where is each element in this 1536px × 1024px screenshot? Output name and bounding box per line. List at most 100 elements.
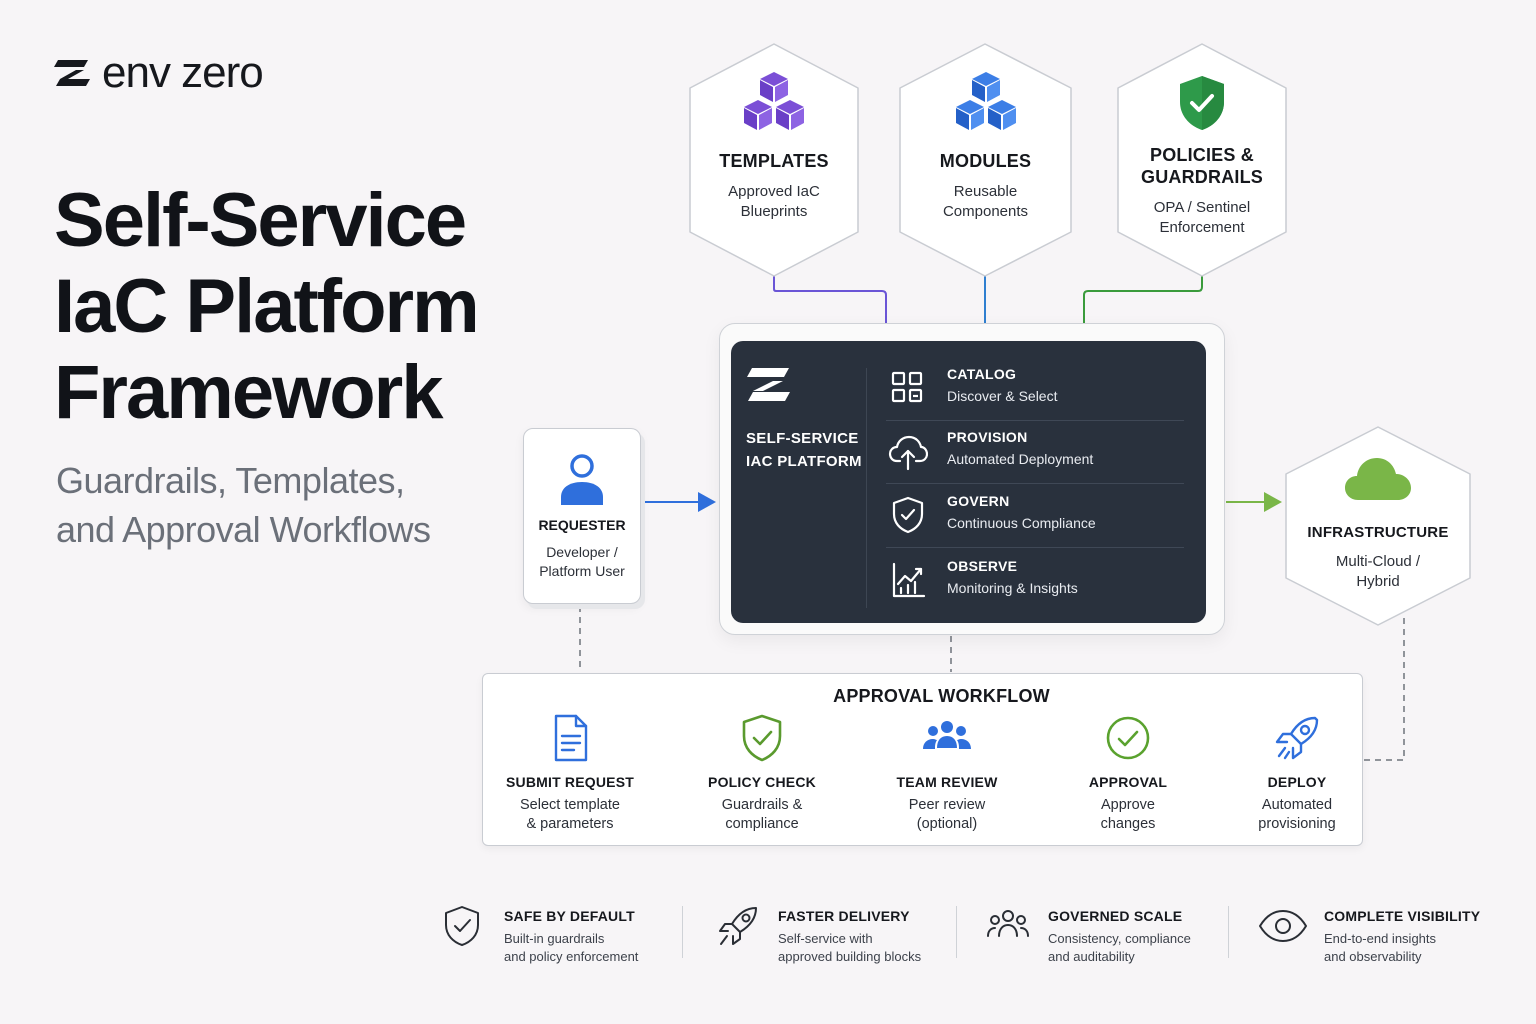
feature-title: GOVERN [947, 493, 1010, 509]
feature-separator [886, 547, 1184, 548]
step-desc-line: Select template [520, 797, 620, 813]
requester-desc-line: Platform User [539, 563, 625, 579]
hexagon-shape [1285, 426, 1471, 626]
step-team-review: TEAM REVIEW Peer review (optional) [857, 712, 1037, 834]
step-desc: Guardrails & compliance [722, 796, 803, 834]
step-deploy: DEPLOY Automated provisioning [1207, 712, 1387, 834]
check-circle-icon [1106, 716, 1150, 760]
title-line-3: Framework [54, 350, 444, 435]
benefit-desc: Self-service with approved building bloc… [778, 930, 978, 966]
page-subtitle: Guardrails, Templates, and Approval Work… [56, 456, 496, 554]
grid-icon [891, 371, 923, 403]
requester-desc-line: Developer / [546, 544, 618, 560]
step-approval: APPROVAL Approve changes [1038, 712, 1218, 834]
templates-desc: Approved IaC Blueprints [728, 182, 820, 222]
step-desc-line: Approve [1100, 797, 1155, 813]
rocket-icon [1275, 716, 1319, 760]
user-icon [561, 454, 603, 505]
panel-divider [866, 368, 867, 608]
step-desc-line: Guardrails & [721, 797, 803, 813]
infrastructure-desc-line: Multi-Cloud / [1335, 553, 1421, 570]
env-zero-logo-icon [747, 368, 790, 401]
feature-title: PROVISION [947, 429, 1028, 445]
step-desc-line: changes [1100, 816, 1156, 832]
hexagon-shape [899, 43, 1072, 277]
benefit-safe-by-default: SAFE BY DEFAULT Built-in guardrails and … [442, 900, 702, 970]
approval-workflow [482, 673, 1363, 846]
feature-desc: Continuous Compliance [947, 515, 1096, 531]
step-policy-check: POLICY CHECK Guardrails & compliance [672, 712, 852, 834]
requester-title: REQUESTER [538, 517, 626, 533]
benefit-desc-line: and observability [1324, 949, 1422, 964]
step-desc: Select template & parameters [520, 796, 620, 834]
policies-title-line: GUARDRAILS [1141, 167, 1263, 187]
feature-catalog: CATALOG Discover & Select [886, 358, 1184, 421]
title-line-2: IaC Platform [54, 264, 480, 349]
benefit-faster-delivery: FASTER DELIVERY Self-service with approv… [716, 900, 976, 970]
feature-title: OBSERVE [947, 558, 1018, 574]
step-title: TEAM REVIEW [896, 774, 998, 790]
infrastructure-node: INFRASTRUCTURE Multi-Cloud / Hybrid [1284, 424, 1472, 628]
platform-label-line: IAC PLATFORM [746, 453, 862, 470]
platform-label-line: SELF-SERVICE [746, 430, 859, 447]
workflow-title: APPROVAL WORKFLOW [833, 686, 1050, 706]
benefit-desc-line: Consistency, compliance [1048, 931, 1191, 946]
requester-node: REQUESTER Developer / Platform User [523, 428, 641, 604]
infrastructure-desc-line: Hybrid [1356, 573, 1400, 590]
policies-title: POLICIES & GUARDRAILS [1141, 144, 1263, 188]
benefit-desc-line: and policy enforcement [504, 949, 639, 964]
platform-panel [731, 341, 1206, 623]
feature-observe: OBSERVE Monitoring & Insights [886, 550, 1184, 613]
benefit-title: FASTER DELIVERY [778, 908, 910, 924]
step-title: SUBMIT REQUEST [505, 774, 635, 790]
shield-check-icon [742, 714, 782, 762]
benefit-divider [682, 906, 683, 958]
step-title: APPROVAL [1088, 774, 1168, 790]
policies-desc-line: Enforcement [1159, 219, 1245, 236]
step-desc: Automated provisioning [1258, 796, 1335, 834]
step-desc-line: & parameters [526, 816, 614, 832]
env-zero-logo-icon [54, 60, 90, 86]
modules-desc-line: Components [942, 203, 1029, 220]
templates-title: TEMPLATES [719, 151, 829, 171]
policies-connector [1083, 276, 1203, 323]
benefit-title: SAFE BY DEFAULT [504, 908, 635, 924]
step-desc-line: provisioning [1258, 816, 1336, 832]
cloud-icon [1345, 458, 1411, 500]
cloud-upload-icon [888, 435, 928, 471]
platform-brand: SELF-SERVICE IAC PLATFORM [746, 366, 866, 473]
step-title: DEPLOY [1267, 774, 1327, 790]
feature-desc: Monitoring & Insights [947, 580, 1078, 596]
page-title: Self-Service IaC Platform Framework [54, 178, 524, 436]
benefit-desc-line: Built-in guardrails [504, 931, 605, 946]
feature-desc: Discover & Select [947, 388, 1058, 404]
policies-desc-line: OPA / Sentinel [1153, 199, 1251, 216]
benefit-desc-line: and auditability [1048, 949, 1135, 964]
brand-name: env zero [102, 48, 264, 97]
eye-icon [1259, 910, 1307, 942]
benefit-title: GOVERNED SCALE [1048, 908, 1183, 924]
modules-title: MODULES [939, 151, 1032, 171]
requester-desc: Developer / Platform User [539, 543, 625, 581]
step-desc-line: Automated [1261, 797, 1333, 813]
step-desc-line: compliance [725, 816, 799, 832]
benefit-divider [956, 906, 957, 958]
brand-logo: env zero [54, 48, 264, 98]
cubes-icon [744, 72, 804, 130]
benefit-title: COMPLETE VISIBILITY [1324, 908, 1481, 924]
policies-desc: OPA / Sentinel Enforcement [1154, 198, 1250, 238]
templates-connector [773, 276, 887, 323]
shield-check-icon [892, 496, 924, 534]
benefit-desc: Consistency, compliance and auditability [1048, 930, 1248, 966]
step-submit-request: SUBMIT REQUEST Select template & paramet… [480, 712, 660, 834]
modules-desc-line: Reusable [953, 183, 1018, 200]
shield-check-icon [445, 906, 479, 946]
team-icon [923, 721, 971, 749]
title-line-1: Self-Service [54, 178, 467, 263]
step-desc-line: (optional) [916, 816, 978, 832]
deploy-infrastructure-dashed [1364, 616, 1405, 761]
platform-label: SELF-SERVICE IAC PLATFORM [746, 427, 866, 473]
cubes-icon [955, 72, 1016, 130]
rocket-icon [719, 907, 757, 945]
chart-icon [892, 562, 926, 598]
